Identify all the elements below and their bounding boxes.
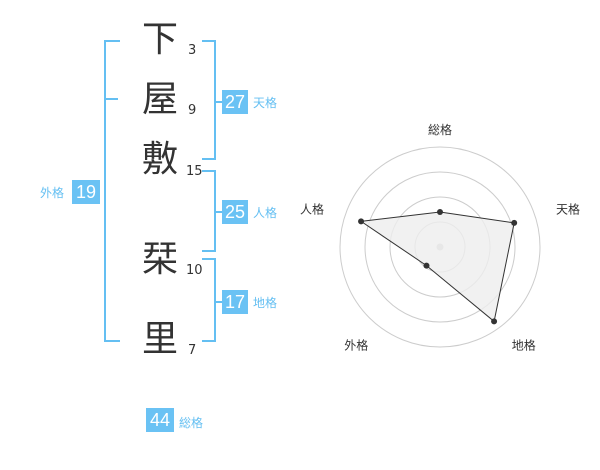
radar-axis-label-1: 総格 (428, 122, 452, 137)
tenkaku-bracket (202, 40, 216, 160)
soukaku-label: 総格 (179, 416, 204, 430)
gaikaku-bracket-tick (104, 98, 118, 100)
radar-point-2 (511, 219, 518, 226)
stroke-count-4: 10 (186, 263, 203, 278)
gaikaku-label: 外格 (40, 186, 65, 200)
name-char-5: 里 (141, 319, 178, 360)
radar-series-area (359, 211, 515, 323)
name-char-4: 栞 (141, 239, 178, 280)
radar-axis-label-4: 外格 (344, 338, 368, 353)
radar-point-4 (423, 262, 430, 269)
name-char-3: 敷 (141, 139, 178, 180)
radar-grid-ring-4 (339, 146, 541, 348)
chikaku-value: 17 (222, 290, 248, 314)
stroke-count-1: 3 (188, 43, 197, 58)
soukaku-value: 44 (146, 408, 174, 432)
jinkaku-label: 人格 (253, 206, 278, 220)
radar-axis-label-3: 地格 (512, 338, 536, 353)
radar-point-3 (491, 318, 498, 325)
name-char-1: 下 (141, 19, 178, 60)
radar-axis-label-2: 天格 (556, 201, 580, 216)
jinkaku-value: 25 (222, 200, 248, 224)
radar-grid-ring-3 (364, 171, 516, 323)
radar-point-1 (437, 209, 443, 215)
chikaku-bracket-tick (214, 301, 222, 303)
chikaku-label: 地格 (253, 296, 278, 310)
name-char-2: 屋 (141, 79, 178, 120)
tenkaku-label: 天格 (253, 96, 278, 110)
radar-point-5 (358, 218, 365, 225)
radar-axis-label-5: 人格 (300, 201, 324, 216)
chikaku-bracket (202, 258, 216, 342)
tenkaku-value: 27 (222, 90, 248, 114)
gaikaku-value: 19 (72, 180, 100, 204)
tenkaku-bracket-tick (214, 101, 222, 103)
gaikaku-bracket (104, 40, 120, 342)
stroke-count-5: 7 (188, 343, 197, 358)
jinkaku-bracket-tick (214, 211, 222, 213)
stroke-count-2: 9 (188, 103, 197, 118)
stroke-count-3: 15 (186, 164, 203, 179)
